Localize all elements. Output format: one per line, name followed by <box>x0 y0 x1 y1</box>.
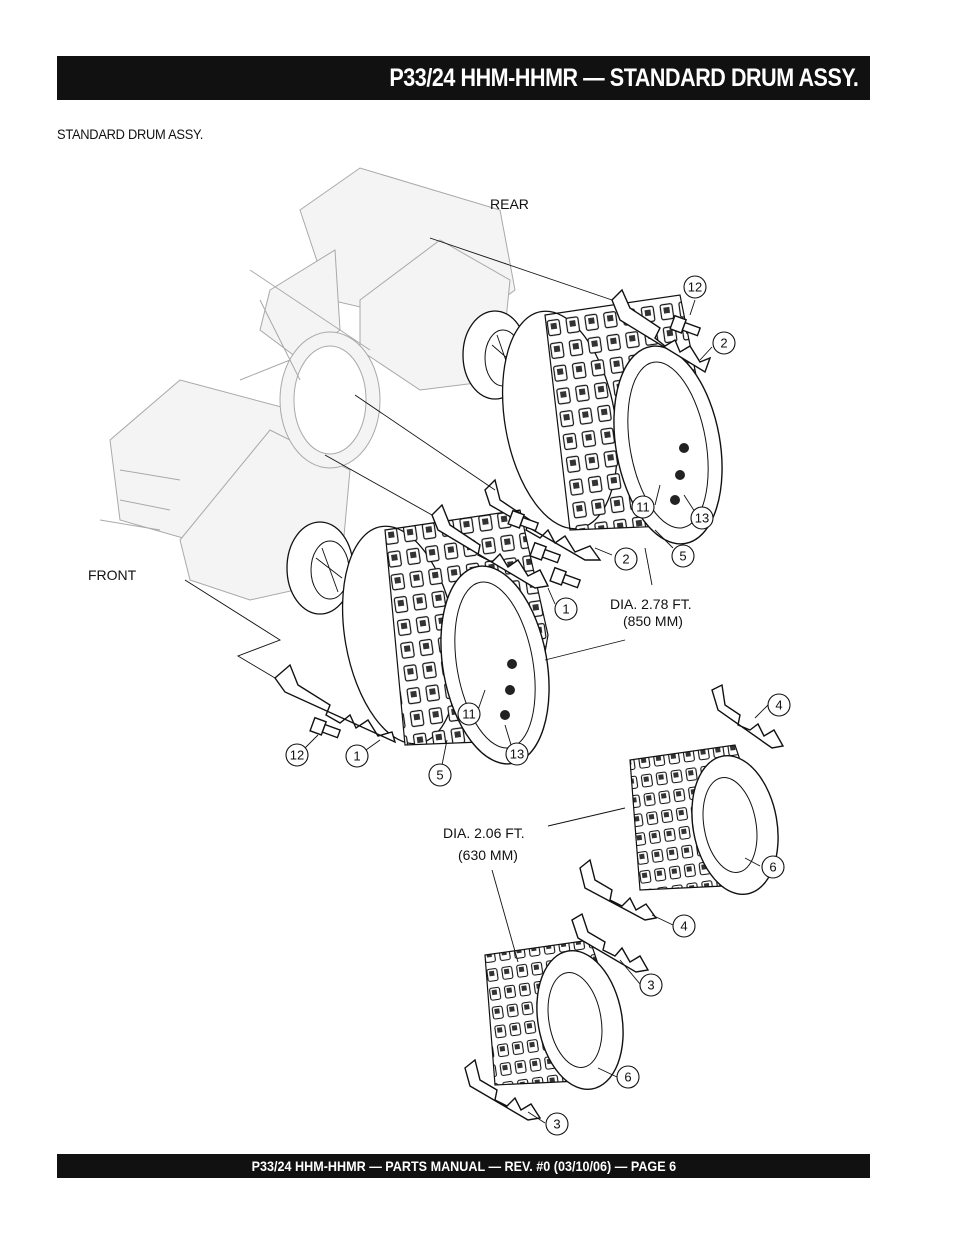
svg-text:12: 12 <box>688 280 702 295</box>
callout-4-lower: 4 <box>672 914 696 938</box>
svg-text:11: 11 <box>462 707 476 722</box>
svg-text:5: 5 <box>436 768 443 783</box>
svg-text:12: 12 <box>290 748 304 763</box>
rear-label: REAR <box>490 196 529 212</box>
bolts <box>309 314 702 739</box>
front-hub <box>286 521 354 615</box>
large-drum-diameter-label: DIA. 2.78 FT. <box>610 596 692 612</box>
callout-11-front: 11 <box>457 702 481 726</box>
callout-11-rear: 11 <box>631 495 655 519</box>
svg-text:6: 6 <box>624 1070 631 1085</box>
svg-text:11: 11 <box>636 500 650 515</box>
svg-text:2: 2 <box>720 336 727 351</box>
leader-lines <box>184 237 769 1124</box>
callout-12-front: 12 <box>285 743 309 767</box>
callout-2-front: 2 <box>614 547 638 571</box>
svg-text:3: 3 <box>553 1117 560 1132</box>
svg-text:5: 5 <box>679 549 686 564</box>
svg-text:4: 4 <box>775 698 782 713</box>
callout-13-rear: 13 <box>690 506 714 530</box>
front-label: FRONT <box>88 567 137 583</box>
large-drum-diameter-mm-label: (850 MM) <box>623 613 683 629</box>
small-drum-diameter-label: DIA. 2.06 FT. <box>443 825 525 841</box>
svg-text:6: 6 <box>769 860 776 875</box>
callout-12-rear: 12 <box>683 275 707 299</box>
callout-5-front: 5 <box>428 763 452 787</box>
small-drum-diameter-mm-label: (630 MM) <box>458 847 518 863</box>
svg-text:13: 13 <box>695 511 709 526</box>
callout-3-lower: 3 <box>545 1112 569 1136</box>
page-header: P33/24 HHM-HHMR — STANDARD DRUM ASSY. <box>57 56 870 100</box>
callout-6-upper: 6 <box>761 855 785 879</box>
rear-drum <box>501 294 723 545</box>
section-label: STANDARD DRUM ASSY. <box>57 126 204 142</box>
machine-frame-ghost <box>99 167 516 601</box>
footer-text: P33/24 HHM-HHMR — PARTS MANUAL — REV. #0… <box>251 1158 676 1174</box>
page-title: P33/24 HHM-HHMR — STANDARD DRUM ASSY. <box>388 63 859 92</box>
svg-text:4: 4 <box>680 919 687 934</box>
svg-text:3: 3 <box>647 978 654 993</box>
callout-4-upper: 4 <box>767 693 791 717</box>
callout-1-front-upper: 1 <box>554 597 578 621</box>
small-drum-lower <box>484 939 624 1091</box>
svg-text:1: 1 <box>562 602 569 617</box>
svg-text:2: 2 <box>622 552 629 567</box>
page-footer: P33/24 HHM-HHMR — PARTS MANUAL — REV. #0… <box>57 1154 870 1178</box>
callout-1-front-lower: 1 <box>345 744 369 768</box>
front-drum <box>341 509 550 765</box>
svg-text:1: 1 <box>353 749 360 764</box>
callout-2-rear: 2 <box>712 331 736 355</box>
callout-3-upper: 3 <box>639 973 663 997</box>
callout-13-front: 13 <box>505 742 529 766</box>
small-drum-upper <box>629 744 779 896</box>
svg-text:13: 13 <box>510 747 524 762</box>
scraper-blades <box>274 288 785 1121</box>
callout-5-rear: 5 <box>671 544 695 568</box>
callout-6-lower: 6 <box>616 1065 640 1089</box>
